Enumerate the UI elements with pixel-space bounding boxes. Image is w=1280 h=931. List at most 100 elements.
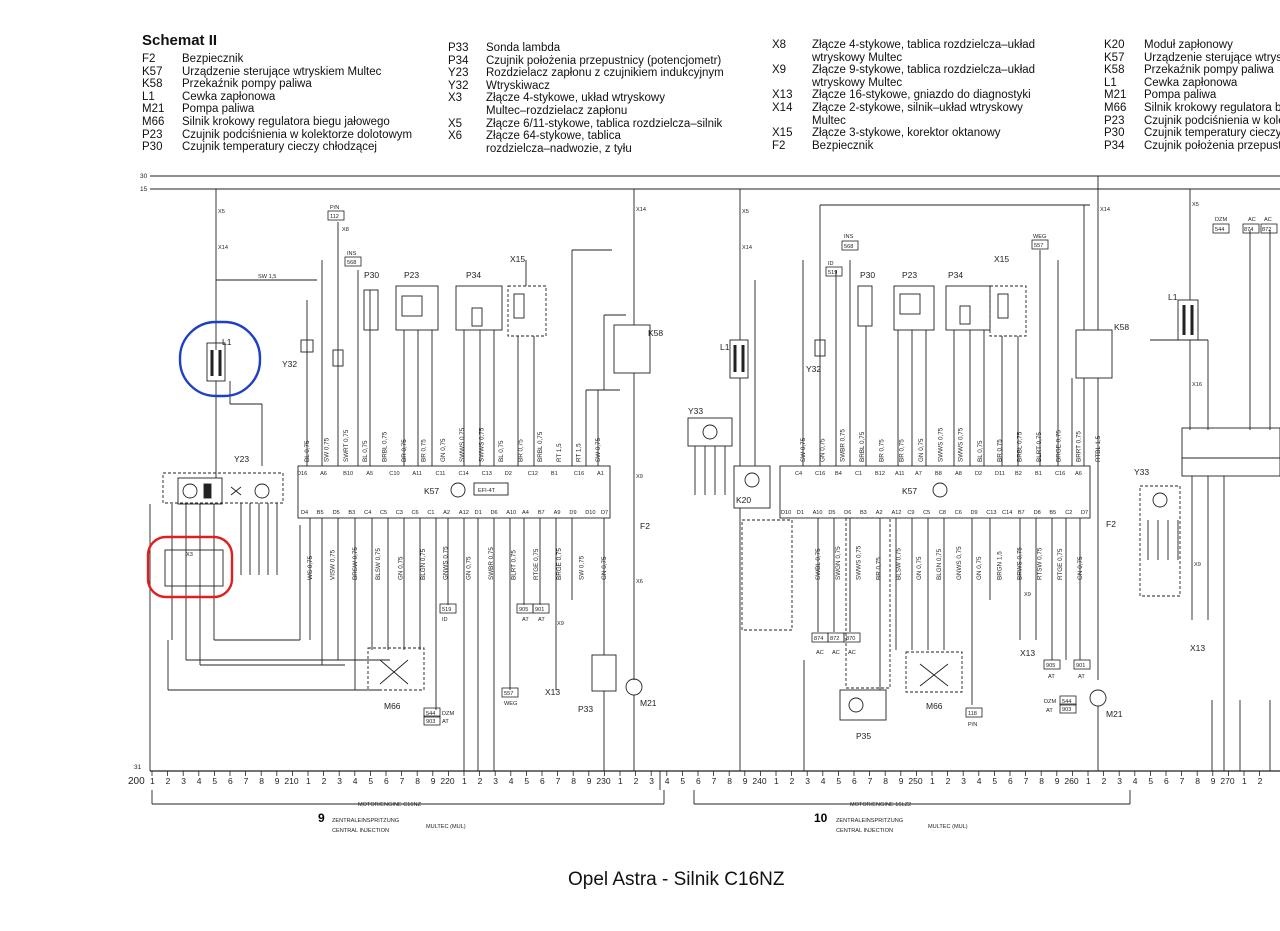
legend-row: rozdzielcza–nadwozie, z tyłu — [448, 143, 724, 156]
footer-tick-label: 3 — [649, 776, 654, 786]
footer-tick-label: 8 — [1195, 776, 1200, 786]
legend-text: Przekaźnik pompy paliwa — [182, 78, 312, 91]
footer-tick-label: 5 — [992, 776, 997, 786]
legend-text: rozdzielcza–nadwozie, z tyłu — [486, 142, 632, 155]
legend-text: Rozdzielacz zapłonu z czujnikiem indukcy… — [486, 67, 724, 80]
wire-color-label: BR 0,75 — [997, 439, 1004, 462]
footer-tick-label: 1 — [1242, 776, 1247, 786]
ecu-pin-label: B10 — [343, 471, 353, 477]
box-519-left: 519 — [442, 607, 451, 613]
label-x3: X3 — [186, 552, 193, 558]
label-x9-left: X9 — [557, 621, 564, 627]
footer-tick-label: 5 — [212, 776, 217, 786]
ecu-pin-label: B3 — [860, 510, 867, 516]
legend-text: Urządzenie sterujące wtryskiem Multec — [182, 65, 382, 78]
legend-code: M66 — [1104, 101, 1127, 114]
ecu-pin-label: D11 — [995, 471, 1005, 477]
ecu-pin-label: D6 — [844, 510, 851, 516]
ecu-pin-label: A11 — [895, 471, 905, 477]
ecu-k57-left — [297, 465, 611, 519]
wire-color-label: SW 0,75 — [578, 555, 585, 580]
legend-code: K58 — [142, 78, 163, 91]
footer-tick-label: 250 — [908, 776, 922, 786]
footer-tick-label: 4 — [977, 776, 982, 786]
legend-text: Cewka zapłonowa — [1144, 76, 1238, 89]
legend-code: X6 — [448, 130, 463, 143]
ecu-pin-label: D5 — [828, 510, 835, 516]
footer-tick-label: 7 — [1024, 776, 1029, 786]
ecu-pin-label: B4 — [835, 471, 842, 477]
footer-tick-label: 1 — [150, 776, 155, 786]
footer-tick-label: 3 — [1117, 776, 1122, 786]
box-pn-right: P/N — [968, 722, 977, 728]
footer-tick-label: 6 — [228, 776, 233, 786]
box-519-right: 519 — [828, 270, 837, 276]
footer-tick-label: 1 — [306, 776, 311, 786]
footer-tick-label: 1 — [618, 776, 623, 786]
rail-30-label: 30 — [140, 173, 148, 180]
label-x5-left: X5 — [218, 209, 225, 215]
label-m66-left: M66 — [384, 701, 401, 711]
footer-tick-label: 230 — [596, 776, 610, 786]
footer-right-number: 10 — [814, 811, 828, 825]
legend-code: P34 — [448, 54, 469, 67]
label-k58-left: K58 — [648, 328, 663, 338]
footer-tick-label: 7 — [556, 776, 561, 786]
footer-tick-label: 8 — [727, 776, 732, 786]
footer-tick-label: 6 — [1164, 776, 1169, 786]
ecu-pin-label: A1 — [597, 471, 604, 477]
ecu-pin-label: D9 — [970, 510, 977, 516]
footer-tick-label: 8 — [1039, 776, 1044, 786]
footer-tick-label: 2 — [1258, 776, 1263, 786]
legend-text: Złącze 4-stykowe, tablica rozdzielcza–uk… — [812, 39, 1036, 51]
box-ac-c: AC — [848, 650, 856, 656]
legend-row: Multec — [772, 115, 1035, 128]
legend-text: Bezpiecznik — [182, 53, 244, 65]
legend-code: X8 — [772, 39, 787, 51]
legend-text: Czujnik podciśnienia w kolektorze doloto… — [182, 128, 413, 141]
footer-tick-label: 5 — [1148, 776, 1153, 786]
footer-tick-label: 3 — [181, 776, 186, 786]
box-id-left: ID — [442, 617, 448, 623]
legend-code — [772, 115, 812, 128]
footer-left-mul: MULTEC (MUL) — [426, 824, 466, 830]
wire-color-label: BL 0,75 — [498, 440, 505, 462]
footer-tick-label: 7 — [1180, 776, 1185, 786]
diagram-lines — [149, 175, 1280, 805]
footer-tick-label: 4 — [665, 776, 670, 786]
box-903-right: 903 — [1062, 707, 1071, 713]
footer-tick-label: 2 — [634, 776, 639, 786]
label-efi: EFI-4T — [478, 488, 496, 494]
wire-color-label: BL 0,75 — [362, 440, 369, 462]
wire-color-label: BL 0,75 — [304, 440, 311, 462]
label-p23-left: P23 — [404, 270, 419, 280]
ecu-pin-label: B5 — [1049, 510, 1056, 516]
ecu-pin-label: C14 — [459, 471, 469, 477]
wire-color-label: GN 0,75 — [440, 438, 447, 462]
label-x13-right: X13 — [1020, 648, 1035, 658]
ecu-pin-label: A7 — [915, 471, 922, 477]
footer-tick-label: 4 — [1133, 776, 1138, 786]
legend-code: F2 — [772, 139, 786, 152]
wire-color-label: SWBL 0,75 — [815, 548, 822, 580]
wire-color-label: GN 0,75 — [976, 556, 983, 580]
legend-code: M21 — [1104, 89, 1127, 102]
box-872-far: 872 — [1262, 227, 1271, 233]
ecu-pin-label: D2 — [505, 471, 512, 477]
wire-color-label: BRBL 0,75 — [537, 431, 544, 462]
footer-tick-label: 8 — [571, 776, 576, 786]
schema-title: Schemat II — [142, 32, 218, 49]
footer-tick-label: 6 — [384, 776, 389, 786]
label-m66-right: M66 — [926, 701, 943, 711]
box-ins-right: INS — [844, 234, 854, 240]
legend-text: Bezpiecznik — [812, 139, 874, 152]
wire-color-label: GN 0,75 — [820, 438, 827, 462]
box-dzm-left: DZM — [442, 711, 454, 717]
